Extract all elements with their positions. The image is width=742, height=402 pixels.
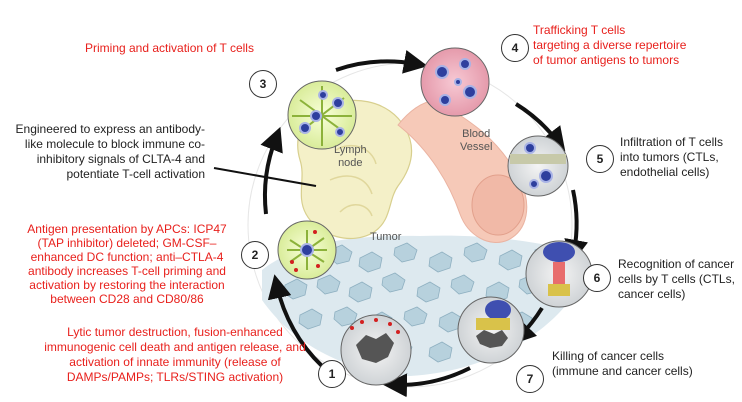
engineered-note-line-2: like molecule to block immune co-: [24, 137, 205, 151]
step-4-line-1: Trafficking T cells: [533, 23, 626, 37]
step-7-illustration: [457, 296, 525, 364]
step-3-number: 3: [249, 70, 277, 98]
step-1-line-2: immunogenic cell death and antigen relea…: [44, 340, 306, 354]
step-2-line-5: activation by restoring the interaction: [29, 278, 225, 292]
engineered-note-line-4: potentiate T-cell activation: [66, 167, 205, 181]
step-4-description: Trafficking T cells targeting a diverse …: [533, 23, 686, 68]
step-1-line-3: activation of innate immunity (release o…: [69, 355, 281, 369]
step-7-description: Killing of cancer cells (immune and canc…: [552, 349, 693, 379]
step-4-illustration: [420, 47, 490, 117]
step-2-line-6: between CD28 and CD80/86: [50, 292, 204, 306]
step-2-line-4: antibody increases T-cell priming and: [28, 264, 226, 278]
step-7-number: 7: [516, 365, 544, 393]
step-6-number: 6: [583, 264, 611, 292]
tumor-label: Tumor: [370, 231, 402, 243]
step-7-line-2: (immune and cancer cells): [552, 364, 693, 378]
engineered-note: Engineered to express an antibody- like …: [16, 122, 205, 182]
blood-vessel: [397, 99, 528, 243]
step-5-illustration: [507, 135, 569, 197]
blood-vessel-label-line-1: Blood: [462, 128, 491, 140]
step-4-line-2: targeting a diverse repertoire: [533, 38, 687, 52]
step-2-line-2: (TAP inhibitor) deleted; GM-CSF–: [37, 236, 217, 250]
step-2-number: 2: [241, 241, 269, 269]
step-1-description: Lytic tumor destruction, fusion-enhanced…: [40, 325, 310, 385]
lymph-node-label-line-2: node: [338, 157, 363, 169]
step-2-line-3: enhanced DC function; anti–CTLA-4: [30, 250, 224, 264]
step-2-line-1: Antigen presentation by APCs: ICP47: [27, 222, 227, 236]
step-1-line-4: DAMPs/PAMPs; TLRs/STING activation): [66, 370, 284, 384]
lymph-node-label: Lymph node: [334, 144, 367, 170]
lymph-node-label-line-1: Lymph: [334, 144, 367, 156]
blood-vessel-label: Blood Vessel: [460, 128, 492, 154]
step-5-line-1: Infiltration of T cells: [620, 135, 723, 149]
step-3-description: Priming and activation of T cells: [85, 41, 254, 56]
step-7-line-1: Killing of cancer cells: [552, 349, 665, 363]
step-5-number: 5: [586, 145, 614, 173]
step-5-line-2: into tumors (CTLs,: [620, 150, 719, 164]
step-5-description: Infiltration of T cells into tumors (CTL…: [620, 135, 723, 180]
step-4-line-3: of tumor antigens to tumors: [533, 53, 680, 67]
step-6-line-3: cancer cells): [618, 287, 686, 301]
step-6-line-1: Recognition of cancer: [618, 257, 735, 271]
step-3-illustration: [287, 80, 357, 150]
step-5-line-3: endothelial cells): [620, 165, 710, 179]
step-6-illustration: [525, 240, 593, 308]
step-1-number: 1: [318, 360, 346, 388]
step-1-line-1: Lytic tumor destruction, fusion-enhanced: [67, 325, 283, 339]
step-3-line-1: Priming and activation of T cells: [85, 41, 254, 55]
step-1-illustration: [340, 314, 412, 386]
engineered-note-line-1: Engineered to express an antibody-: [15, 122, 205, 136]
step-2-illustration: [277, 220, 337, 280]
step-6-line-2: cells by T cells (CTLs,: [618, 272, 735, 286]
step-2-description: Antigen presentation by APCs: ICP47 (TAP…: [22, 222, 232, 306]
blood-vessel-label-line-2: Vessel: [460, 141, 493, 153]
engineered-note-line-3: inhibitory signals of CLTA-4 and: [36, 152, 205, 166]
step-4-number: 4: [501, 34, 529, 62]
engineered-note-pointer: [213, 167, 317, 187]
step-6-description: Recognition of cancer cells by T cells (…: [618, 257, 735, 302]
